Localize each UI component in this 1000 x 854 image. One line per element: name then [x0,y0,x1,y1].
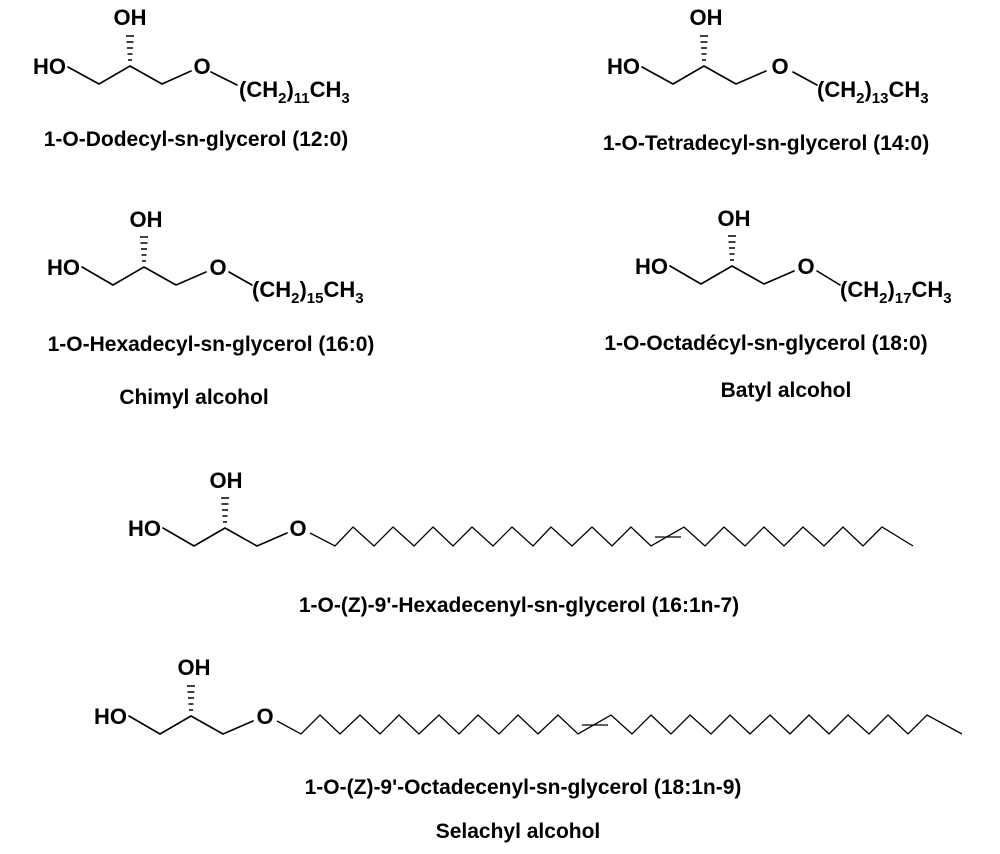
glycerol-backbone-bond [128,715,254,735]
ether-chain-bond [816,270,841,286]
hydroxyl-ho-label: HO [607,54,640,79]
structure-octadecenyl-glycerol: OH HO O 1-O-(Z)-9'-Octadecenyl-sn-glycer… [94,655,963,843]
glycerol-backbone-bond [162,527,288,547]
glycerol-backbone-bond [81,266,207,286]
compound-caption: 1-O-Dodecyl-sn-glycerol (12:0) [44,128,349,151]
compound-caption: 1-O-(Z)-9'-Octadecenyl-sn-glycerol (18:1… [305,776,742,799]
structure-hexadecyl-glycerol: OH HO O (CH2)15CH3 1-O-Hexadecyl-sn-glyc… [47,207,374,409]
hydroxyl-oh-label: OH [690,5,723,30]
ether-oxygen-label: O [289,516,306,541]
structure-dodecyl-glycerol: OH HO O (CH2)11CH3 1-O-Dodecyl-sn-glycer… [33,5,350,151]
alkyl-chain-formula: (CH2)11CH3 [239,77,350,107]
ether-chain-bond [210,71,238,86]
hydroxyl-ho-label: HO [94,704,127,729]
hydroxyl-ho-label: HO [635,254,668,279]
compound-caption: 1-O-Octadécyl-sn-glycerol (18:0) [604,332,927,355]
compound-caption: 1-O-(Z)-9'-Hexadecenyl-sn-glycerol (16:1… [299,594,739,617]
hydroxyl-ho-label: HO [33,54,66,79]
stereo-hashed-wedge [221,497,229,523]
alkyl-chain-formula: (CH2)13CH3 [817,77,929,107]
ether-oxygen-label: O [797,254,814,279]
glycerol-backbone-bond [641,65,767,85]
stereo-hashed-wedge [126,35,134,61]
ether-oxygen-label: O [771,54,788,79]
glycerol-backbone-bond [669,265,795,285]
alkenyl-zigzag-chain [309,526,914,547]
common-name-caption: Chimyl alcohol [119,386,268,409]
structure-hexadecenyl-glycerol: OH HO O 1-O-(Z)-9'-Hexadecenyl-sn-glycer… [128,468,914,617]
stereo-hashed-wedge [700,35,708,61]
ether-chain-bond [792,71,818,86]
hydroxyl-ho-label: HO [47,255,80,280]
alkyl-chain-formula: (CH2)15CH3 [252,277,364,307]
common-name-caption: Selachyl alcohol [436,820,601,843]
compound-caption: 1-O-Tetradecyl-sn-glycerol (14:0) [603,132,929,155]
hydroxyl-oh-label: OH [130,207,163,232]
compound-caption: 1-O-Hexadecyl-sn-glycerol (16:0) [48,333,375,356]
stereo-hashed-wedge [187,685,195,711]
ether-oxygen-label: O [256,704,273,729]
hydroxyl-oh-label: OH [178,655,211,680]
hydroxyl-oh-label: OH [210,468,243,493]
stereo-hashed-wedge [728,235,736,261]
hydroxyl-ho-label: HO [128,516,161,541]
ether-oxygen-label: O [209,255,226,280]
ether-chain-bond [228,271,253,286]
common-name-caption: Batyl alcohol [721,379,852,402]
structure-tetradecyl-glycerol: OH HO O (CH2)13CH3 1-O-Tetradecyl-sn-gly… [603,5,929,155]
glycerol-backbone-bond [67,65,192,85]
structure-octadecyl-glycerol: OH HO O (CH2)17CH3 1-O-Octadécyl-sn-glyc… [604,206,951,402]
alkenyl-zigzag-chain [276,714,963,735]
hydroxyl-oh-label: OH [718,206,751,231]
ether-oxygen-label: O [193,54,210,79]
stereo-hashed-wedge [140,236,148,262]
alkyl-chain-formula: (CH2)17CH3 [840,277,952,307]
hydroxyl-oh-label: OH [114,5,147,30]
